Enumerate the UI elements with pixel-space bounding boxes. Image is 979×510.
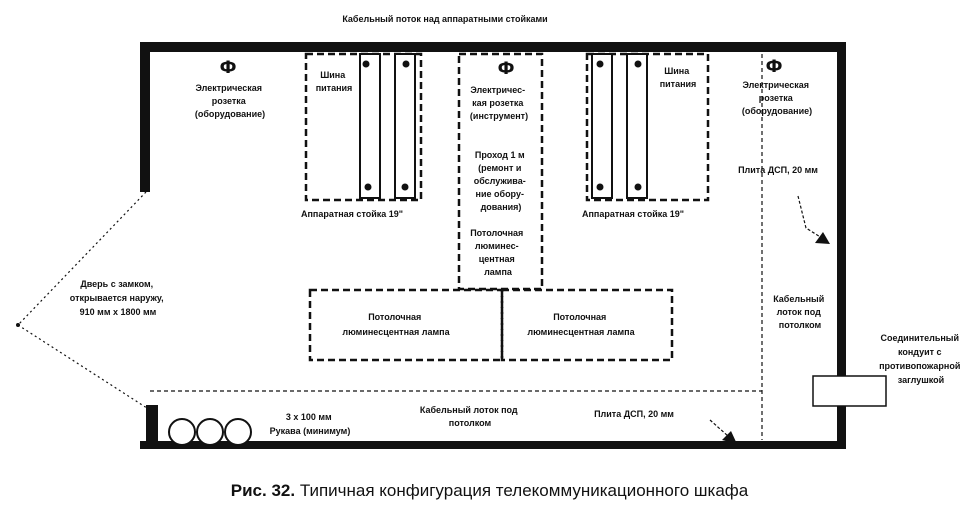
- door-label: Дверь с замком, открывается наружу, 910 …: [70, 279, 166, 317]
- equipment-rack-right: [585, 52, 710, 202]
- power-bus-right-label: Шина питания: [660, 66, 697, 89]
- sleeves-label: 3 х 100 мм Рукава (минимум): [270, 412, 351, 436]
- chipboard-arrow-top: [797, 195, 830, 244]
- figure-caption-number: Рис. 32.: [230, 481, 296, 500]
- chipboard-bottom-label: Плита ДСП, 20 мм: [594, 409, 674, 419]
- ceiling-lamp-left-label: Потолочная люминесцентная лампа: [342, 312, 450, 337]
- outlet-tool-label: Электричес- кая розетка (инструмент): [470, 85, 528, 121]
- ceiling-lamp-left: [308, 288, 504, 362]
- outlet-equipment-right-label: Электрическая розетка (оборудование): [742, 80, 812, 116]
- door-swing: [17, 191, 151, 411]
- outlet-symbol-icon: Ф: [766, 57, 783, 77]
- rack-left-label: Аппаратная стойка 19": [301, 209, 403, 219]
- chipboard-top-label: Плита ДСП, 20 мм: [738, 165, 818, 175]
- ceiling-lamp-vertical-label: Потолочная люминес- центная лампа: [470, 228, 526, 277]
- fire-stop-conduit: [812, 375, 887, 407]
- figure-caption: Рис. 32. Типичная конфигурация телекомму…: [0, 481, 979, 501]
- chipboard-arrow-bottom: [709, 419, 737, 444]
- overhead-cable-tray-label: Кабельный поток над аппаратными стойками: [342, 14, 547, 24]
- passage-area: [457, 52, 544, 291]
- passage-label: Проход 1 м (ремонт и обслужива- ние обор…: [474, 150, 529, 212]
- cable-sleeves: [168, 418, 252, 446]
- cable-tray-bottom-label: Кабельный лоток под потолком: [420, 405, 520, 428]
- cable-tray-right-label: Кабельный лоток под потолком: [773, 294, 827, 330]
- ceiling-lamp-right-label: Потолочная люминесцентная лампа: [527, 312, 635, 337]
- outlet-symbol-icon: Ф: [498, 59, 515, 79]
- figure-caption-text: Типичная конфигурация телекоммуникационн…: [299, 481, 749, 500]
- equipment-rack-left: [304, 52, 423, 202]
- power-bus-left-label: Шина питания: [316, 70, 353, 93]
- room-walls: [140, 42, 846, 449]
- rack-right-label: Аппаратная стойка 19": [582, 209, 684, 219]
- conduit-label: Соединительный кондуит с противопожарной…: [879, 333, 963, 385]
- outlet-symbol-icon: Ф: [220, 58, 237, 78]
- outlet-equipment-left-label: Электрическая розетка (оборудование): [195, 83, 265, 119]
- ceiling-lamp-right: [500, 288, 674, 362]
- door-hinge-point: [16, 323, 20, 327]
